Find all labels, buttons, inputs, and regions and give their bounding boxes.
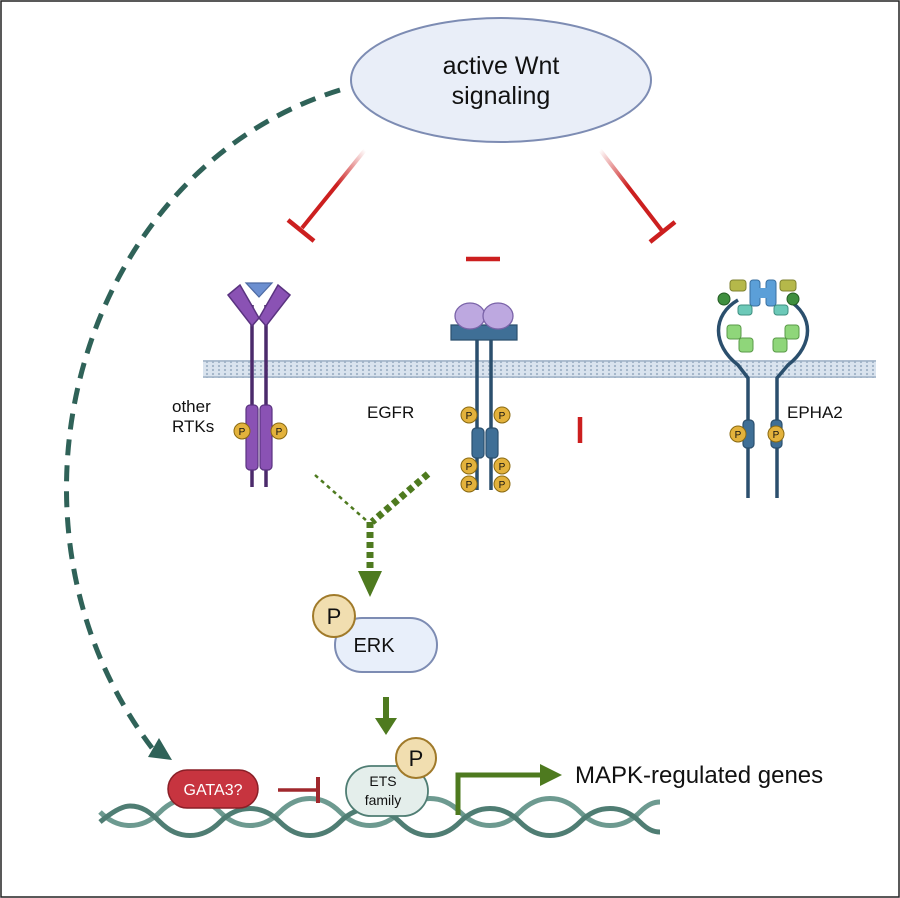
gata3-node: GATA3? [167, 769, 259, 809]
other-rtks-label-line1: other [172, 397, 211, 416]
phospho-site: P [493, 475, 511, 493]
egfr-label: EGFR [367, 403, 414, 422]
svg-text:P: P [466, 480, 473, 491]
other-rtks-receptor: P P [226, 282, 292, 487]
phospho-site: P [460, 457, 478, 475]
svg-text:P: P [499, 411, 506, 422]
cell-membrane [203, 360, 876, 378]
phospho-site: P [767, 425, 785, 443]
epha2-inhibits-egfr [577, 417, 683, 443]
phospho-site: P [460, 406, 478, 424]
svg-text:P: P [466, 462, 473, 473]
svg-text:P: P [735, 430, 742, 441]
ets-phospho-label: P [409, 746, 424, 771]
svg-text:P: P [773, 430, 780, 441]
phospho-site: P [233, 422, 251, 440]
phospho-site: P [729, 425, 747, 443]
wnt-inhibits-epha2 [598, 148, 677, 244]
egfr-receptor: P P P P P P [450, 302, 518, 493]
wnt-label-line2: signaling [452, 82, 551, 110]
ets-label-line2: family [365, 792, 402, 808]
wnt-signaling-node: active Wnt signaling [350, 17, 652, 143]
erk-phospho-label: P [327, 604, 342, 629]
erk-label: ERK [353, 635, 395, 657]
wnt-label-line1: active Wnt [443, 52, 560, 80]
wnt-inhibits-egfr [466, 155, 500, 262]
erk-node: ERK P [312, 594, 438, 673]
phospho-site: P [460, 475, 478, 493]
epha2-label: EPHA2 [787, 403, 843, 422]
mapk-regulated-genes-label: MAPK-regulated genes [575, 762, 823, 789]
svg-text:P: P [499, 462, 506, 473]
wnt-activates-gata3-arrow [64, 87, 341, 760]
wnt-inhibits-other-rtks [286, 148, 367, 243]
gata3-inhibits-ets [278, 777, 320, 803]
svg-text:P: P [466, 411, 473, 422]
gata3-label: GATA3? [184, 782, 243, 799]
rtk-to-erk-arrow [314, 471, 431, 597]
transcription-start-arrow [455, 764, 562, 815]
ets-family-node: ETS family P [345, 737, 437, 817]
svg-text:P: P [499, 480, 506, 491]
other-rtks-label-line2: RTKs [172, 417, 214, 436]
ets-label-line1: ETS [369, 773, 396, 789]
svg-text:P: P [239, 427, 246, 438]
phospho-site: P [493, 406, 511, 424]
phospho-site: P [493, 457, 511, 475]
svg-text:P: P [276, 427, 283, 438]
epha2-receptor: P P [716, 279, 810, 498]
erk-to-ets-arrow [375, 697, 397, 735]
phospho-site: P [270, 422, 288, 440]
